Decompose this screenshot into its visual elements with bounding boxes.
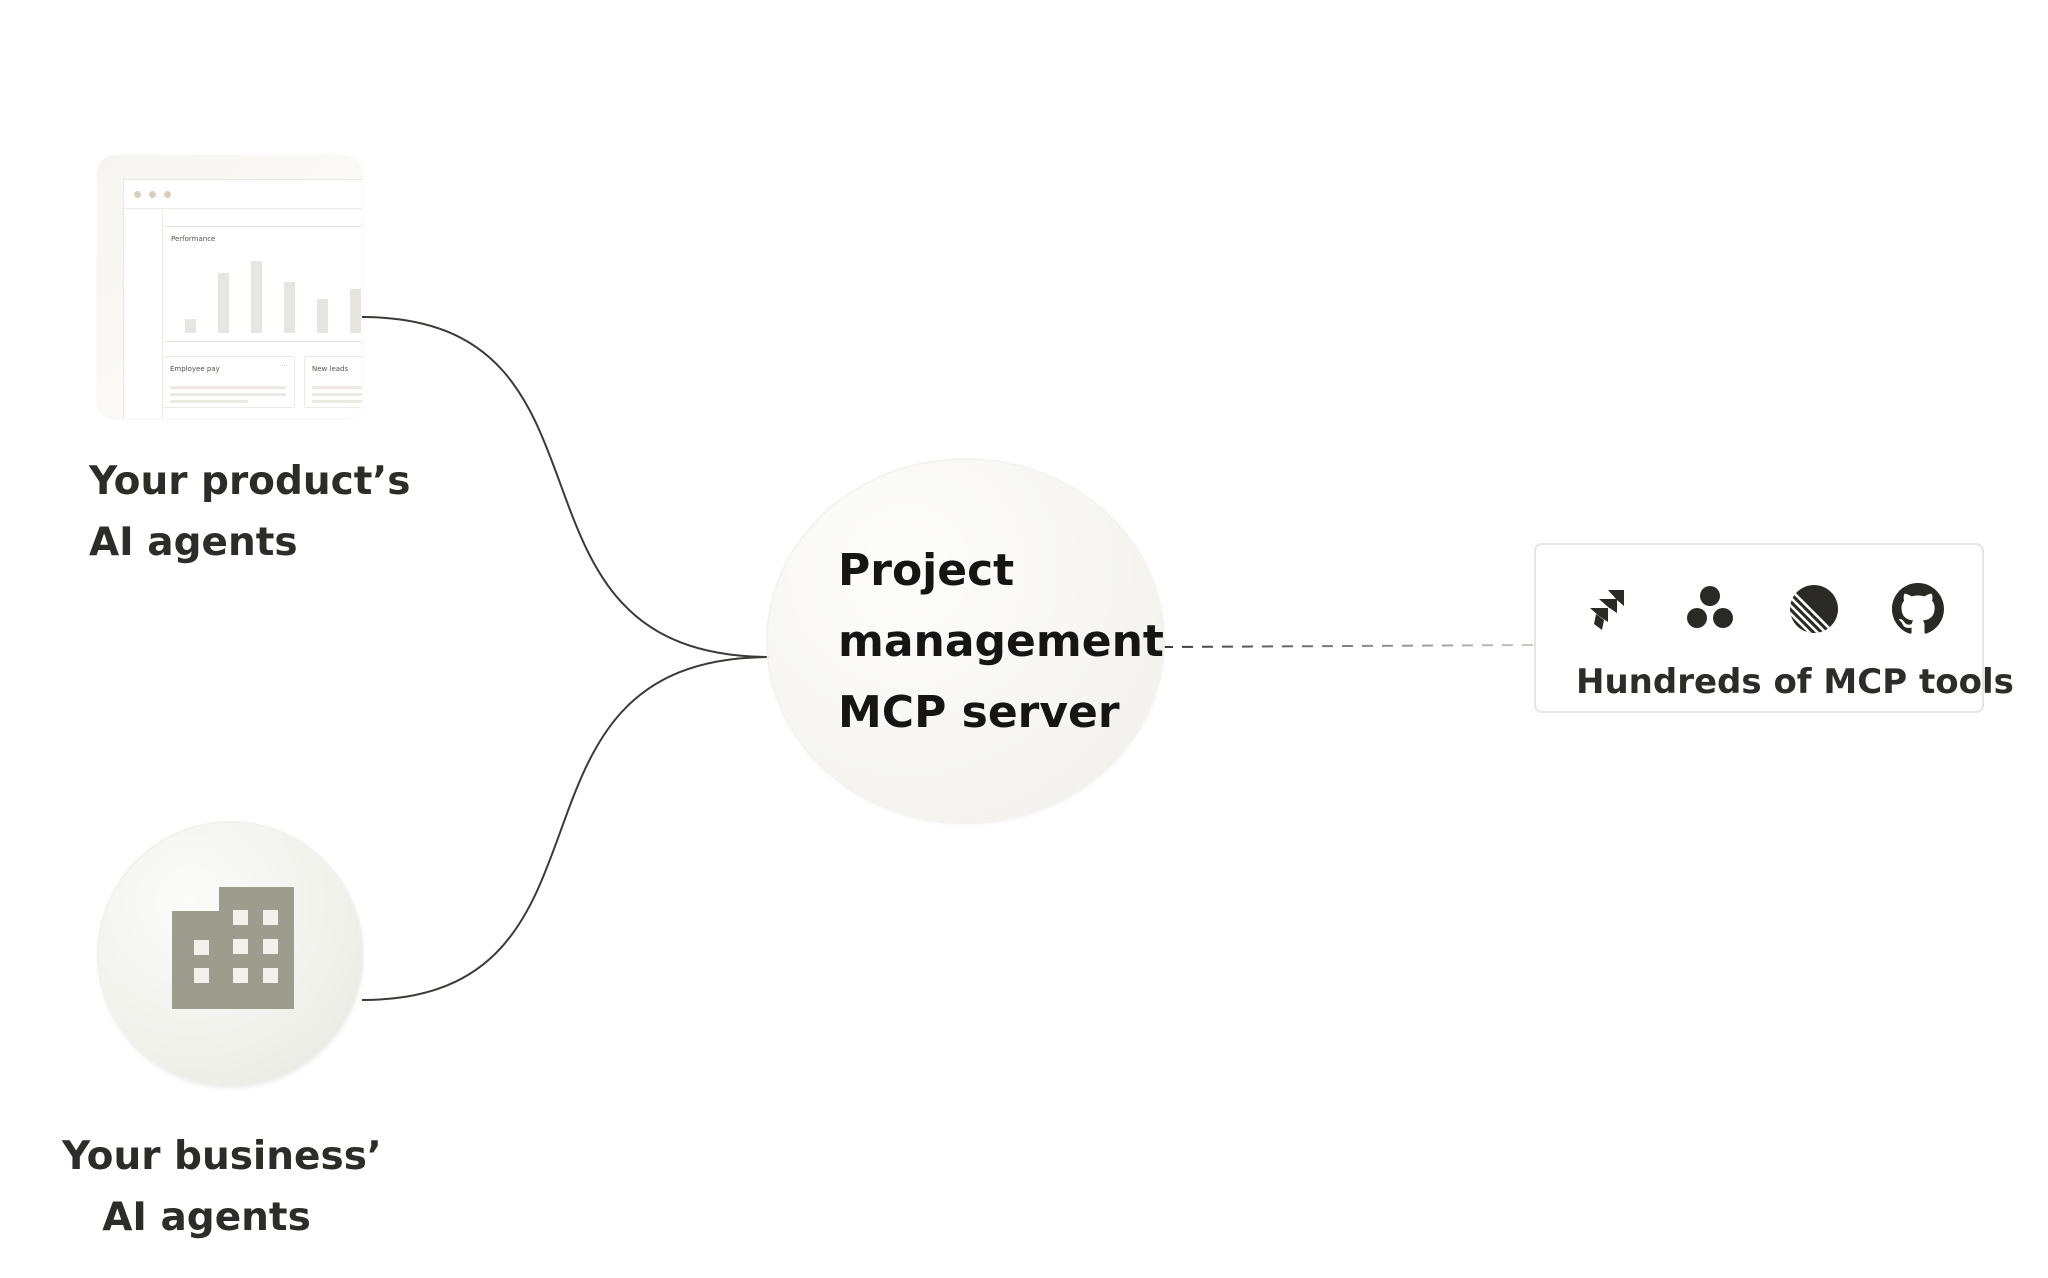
chart-bar (350, 289, 361, 333)
building-icon (172, 887, 294, 1009)
new-leads-card: New leads (304, 356, 362, 408)
mcp-server-node: Project management MCP server (768, 460, 1164, 822)
employee-pay-card: Employee pay ··· (162, 356, 295, 408)
performance-title: Performance (171, 235, 216, 243)
jira-icon (1590, 590, 1624, 630)
connector-server-to-tools (1161, 644, 1535, 648)
connector-business-to-server (361, 656, 771, 1001)
business-agents-label-line2: AI agents (102, 1195, 311, 1240)
chart-bar (185, 319, 196, 333)
chart-bar (218, 273, 229, 333)
business-agents-node (99, 823, 362, 1086)
placeholder-line (170, 400, 248, 403)
placeholder-line (312, 393, 362, 396)
product-agents-label: Your product’s AI agents (89, 451, 410, 573)
product-agents-label-line2: AI agents (89, 520, 298, 565)
browser-sidebar (124, 209, 163, 418)
browser-window: Performance Employee pay ··· New leads (123, 179, 362, 418)
placeholder-line (312, 386, 362, 389)
employee-pay-title: Employee pay (170, 365, 220, 373)
connector-product-to-server (361, 316, 771, 658)
asana-icon (1687, 586, 1733, 628)
tools-caption: Hundreds of MCP tools (1576, 662, 2014, 702)
card-menu-icon: ··· (281, 362, 288, 370)
mcp-server-label-line3: MCP server (838, 687, 1120, 738)
new-leads-title: New leads (312, 365, 349, 373)
window-dot-icon (164, 191, 171, 198)
placeholder-line (170, 393, 286, 396)
mcp-server-label-line2: management (838, 616, 1164, 667)
window-dot-icon (134, 191, 141, 198)
placeholder-line (312, 400, 362, 403)
linear-icon (1790, 585, 1838, 633)
browser-titlebar (124, 180, 362, 209)
product-agents-label-line1: Your product’s (89, 459, 411, 504)
business-agents-label-line1: Your business’ (62, 1134, 382, 1179)
business-agents-label: Your business’ AI agents (62, 1126, 382, 1248)
chart-bar (284, 282, 295, 333)
window-dot-icon (149, 191, 156, 198)
mcp-tools-box: Hundreds of MCP tools (1534, 543, 2014, 713)
tool-icons-row (1580, 583, 1944, 635)
chart-bar (317, 299, 328, 333)
chart-bar (251, 261, 262, 333)
mcp-server-label-line1: Project (838, 545, 1015, 596)
placeholder-line (170, 386, 286, 389)
product-dashboard-thumbnail: Performance Employee pay ··· New leads (97, 155, 362, 418)
performance-panel: Performance (162, 226, 362, 342)
github-icon (1892, 583, 1944, 634)
mcp-server-label: Project management MCP server (838, 535, 1164, 748)
